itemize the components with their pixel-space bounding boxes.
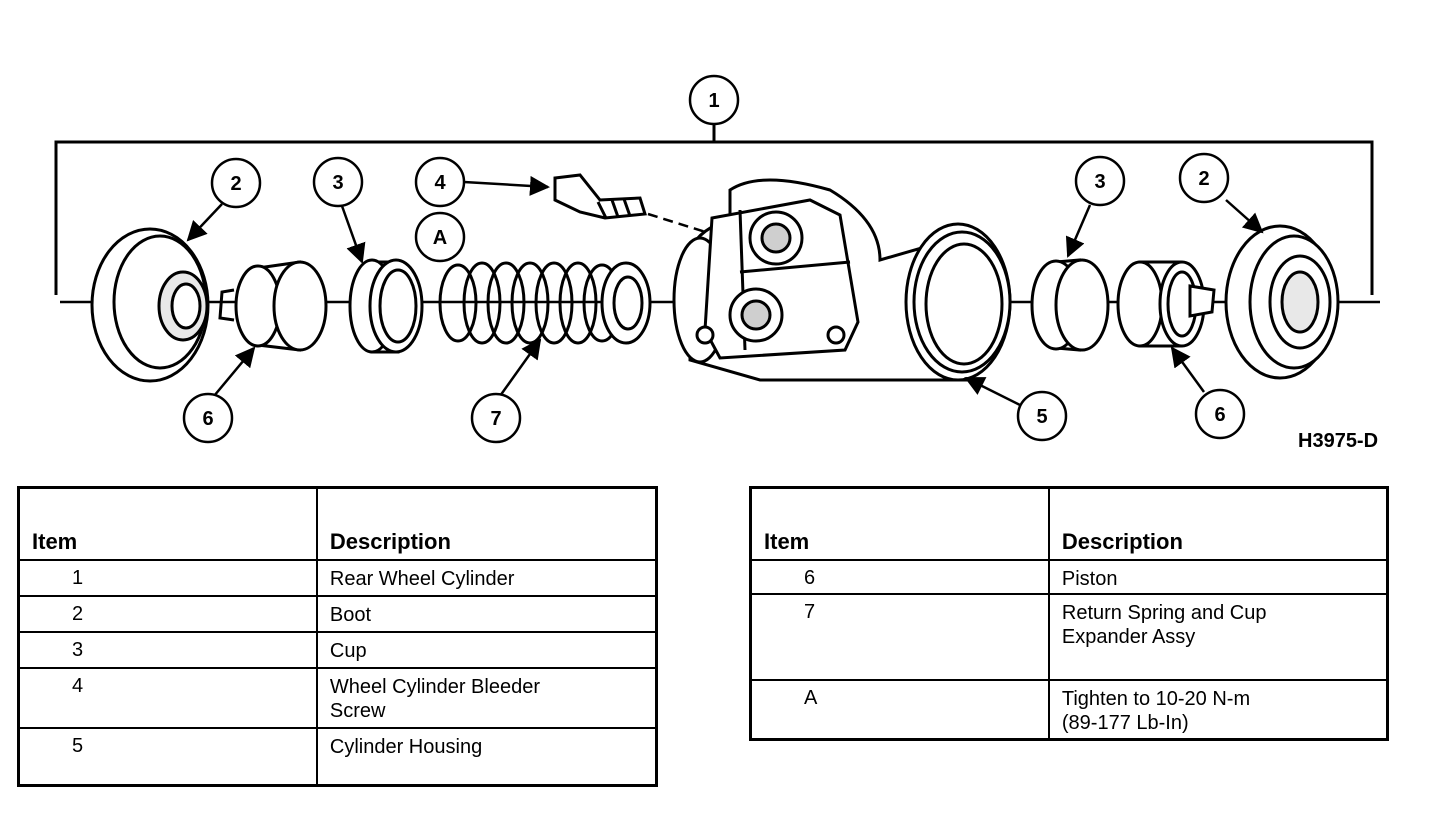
- description-cell: Piston: [1047, 558, 1389, 595]
- table-row: 7 Return Spring and Cup Expander Assy: [749, 592, 1389, 681]
- table-row: 6 Piston: [749, 558, 1389, 595]
- cylinder-housing: [672, 178, 1012, 382]
- header-description: Description: [315, 486, 658, 561]
- description-cell: Rear Wheel Cylinder: [315, 558, 658, 597]
- figure-id: H3975-D: [1298, 430, 1379, 452]
- callout-6-left: 6: [182, 392, 234, 444]
- callout-5: 5: [1016, 390, 1068, 442]
- parts-table-right: Item Description 6 Piston 7 Return Sprin…: [749, 486, 1389, 741]
- item-cell: 7: [749, 592, 1050, 681]
- item-cell: 2: [17, 594, 318, 633]
- cup-right: [1030, 258, 1110, 352]
- assembly-bracket: [54, 124, 1374, 295]
- item-cell: 1: [17, 558, 318, 597]
- description-cell: Tighten to 10-20 N-m (89-177 Lb-In): [1047, 678, 1389, 741]
- boot-left: [90, 227, 210, 383]
- description-cell: Wheel Cylinder Bleeder Screw: [315, 666, 658, 729]
- svg-text:3: 3: [332, 172, 343, 194]
- svg-text:2: 2: [230, 173, 241, 195]
- callout-2-left: 2: [210, 157, 262, 209]
- item-cell: 3: [17, 630, 318, 669]
- exploded-view-diagram: 1 2 3 4 A 6 7 5: [54, 74, 1380, 444]
- item-cell: 4: [17, 666, 318, 729]
- callout-A: A: [414, 211, 466, 263]
- callout-1: 1: [688, 74, 740, 126]
- callout-3-right: 3: [1074, 155, 1126, 207]
- table-row: 4 Wheel Cylinder Bleeder Screw: [17, 666, 658, 729]
- description-cell: Cylinder Housing: [315, 726, 658, 787]
- item-cell: 6: [749, 558, 1050, 595]
- description-cell: Cup: [315, 630, 658, 669]
- table-row: 2 Boot: [17, 594, 658, 633]
- description-cell: Boot: [315, 594, 658, 633]
- svg-text:5: 5: [1036, 406, 1047, 428]
- svg-text:7: 7: [490, 408, 501, 430]
- svg-text:6: 6: [1214, 404, 1225, 426]
- table-header-row: Item Description: [17, 486, 658, 561]
- svg-text:6: 6: [202, 408, 213, 430]
- svg-text:4: 4: [434, 172, 446, 194]
- bleeder-screw: [553, 173, 713, 236]
- svg-text:2: 2: [1198, 168, 1209, 190]
- leader-lines: [186, 175, 1264, 407]
- piston-left: [218, 260, 328, 352]
- callout-3-left: 3: [312, 156, 364, 208]
- header-description: Description: [1047, 486, 1389, 561]
- description-cell: Return Spring and Cup Expander Assy: [1047, 592, 1389, 681]
- svg-text:A: A: [433, 227, 447, 249]
- table-row: A Tighten to 10-20 N-m (89-177 Lb-In): [749, 678, 1389, 741]
- boot-right: [1224, 224, 1340, 380]
- svg-text:3: 3: [1094, 171, 1105, 193]
- svg-text:1: 1: [708, 90, 719, 112]
- table-row: 5 Cylinder Housing: [17, 726, 658, 787]
- callout-6-right: 6: [1194, 388, 1246, 440]
- cup-left: [348, 258, 424, 354]
- table-row: 3 Cup: [17, 630, 658, 669]
- callout-7: 7: [470, 392, 522, 444]
- callout-2-right: 2: [1178, 152, 1230, 204]
- item-cell: A: [749, 678, 1050, 741]
- table-row: 1 Rear Wheel Cylinder: [17, 558, 658, 597]
- piston-right: [1116, 260, 1216, 348]
- callout-4: 4: [414, 156, 466, 208]
- table-header-row: Item Description: [749, 486, 1389, 561]
- header-item: Item: [749, 486, 1050, 561]
- item-cell: 5: [17, 726, 318, 787]
- parts-table-left: Item Description 1 Rear Wheel Cylinder 2…: [17, 486, 658, 787]
- header-item: Item: [17, 486, 318, 561]
